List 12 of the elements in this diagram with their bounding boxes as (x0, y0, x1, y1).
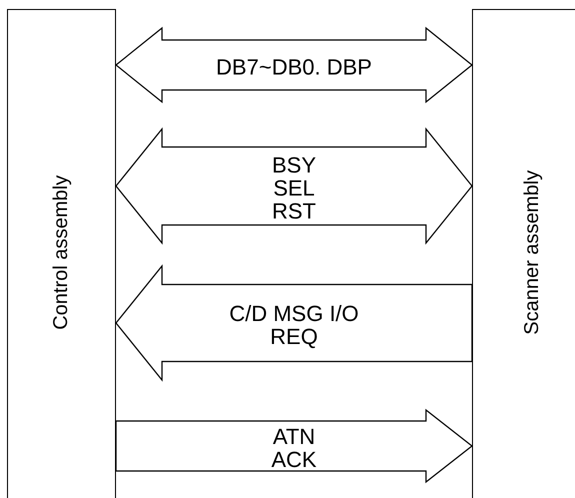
assembly-box (7, 9, 116, 498)
block-arrow (115, 264, 473, 382)
block-arrow (115, 408, 473, 484)
edge-label: DB7~DB0. DBP (216, 56, 372, 78)
assembly-box (472, 9, 575, 498)
box-label: Control assembly (50, 175, 73, 330)
edge-label: C/D MSG I/O REQ (229, 302, 359, 348)
edge-label: ATN ACK (270, 425, 318, 471)
box-label: Scanner assembly (520, 170, 544, 335)
block-arrow (115, 127, 473, 245)
block-arrow (115, 26, 473, 104)
edge-label: BSY SEL RST (270, 154, 318, 222)
